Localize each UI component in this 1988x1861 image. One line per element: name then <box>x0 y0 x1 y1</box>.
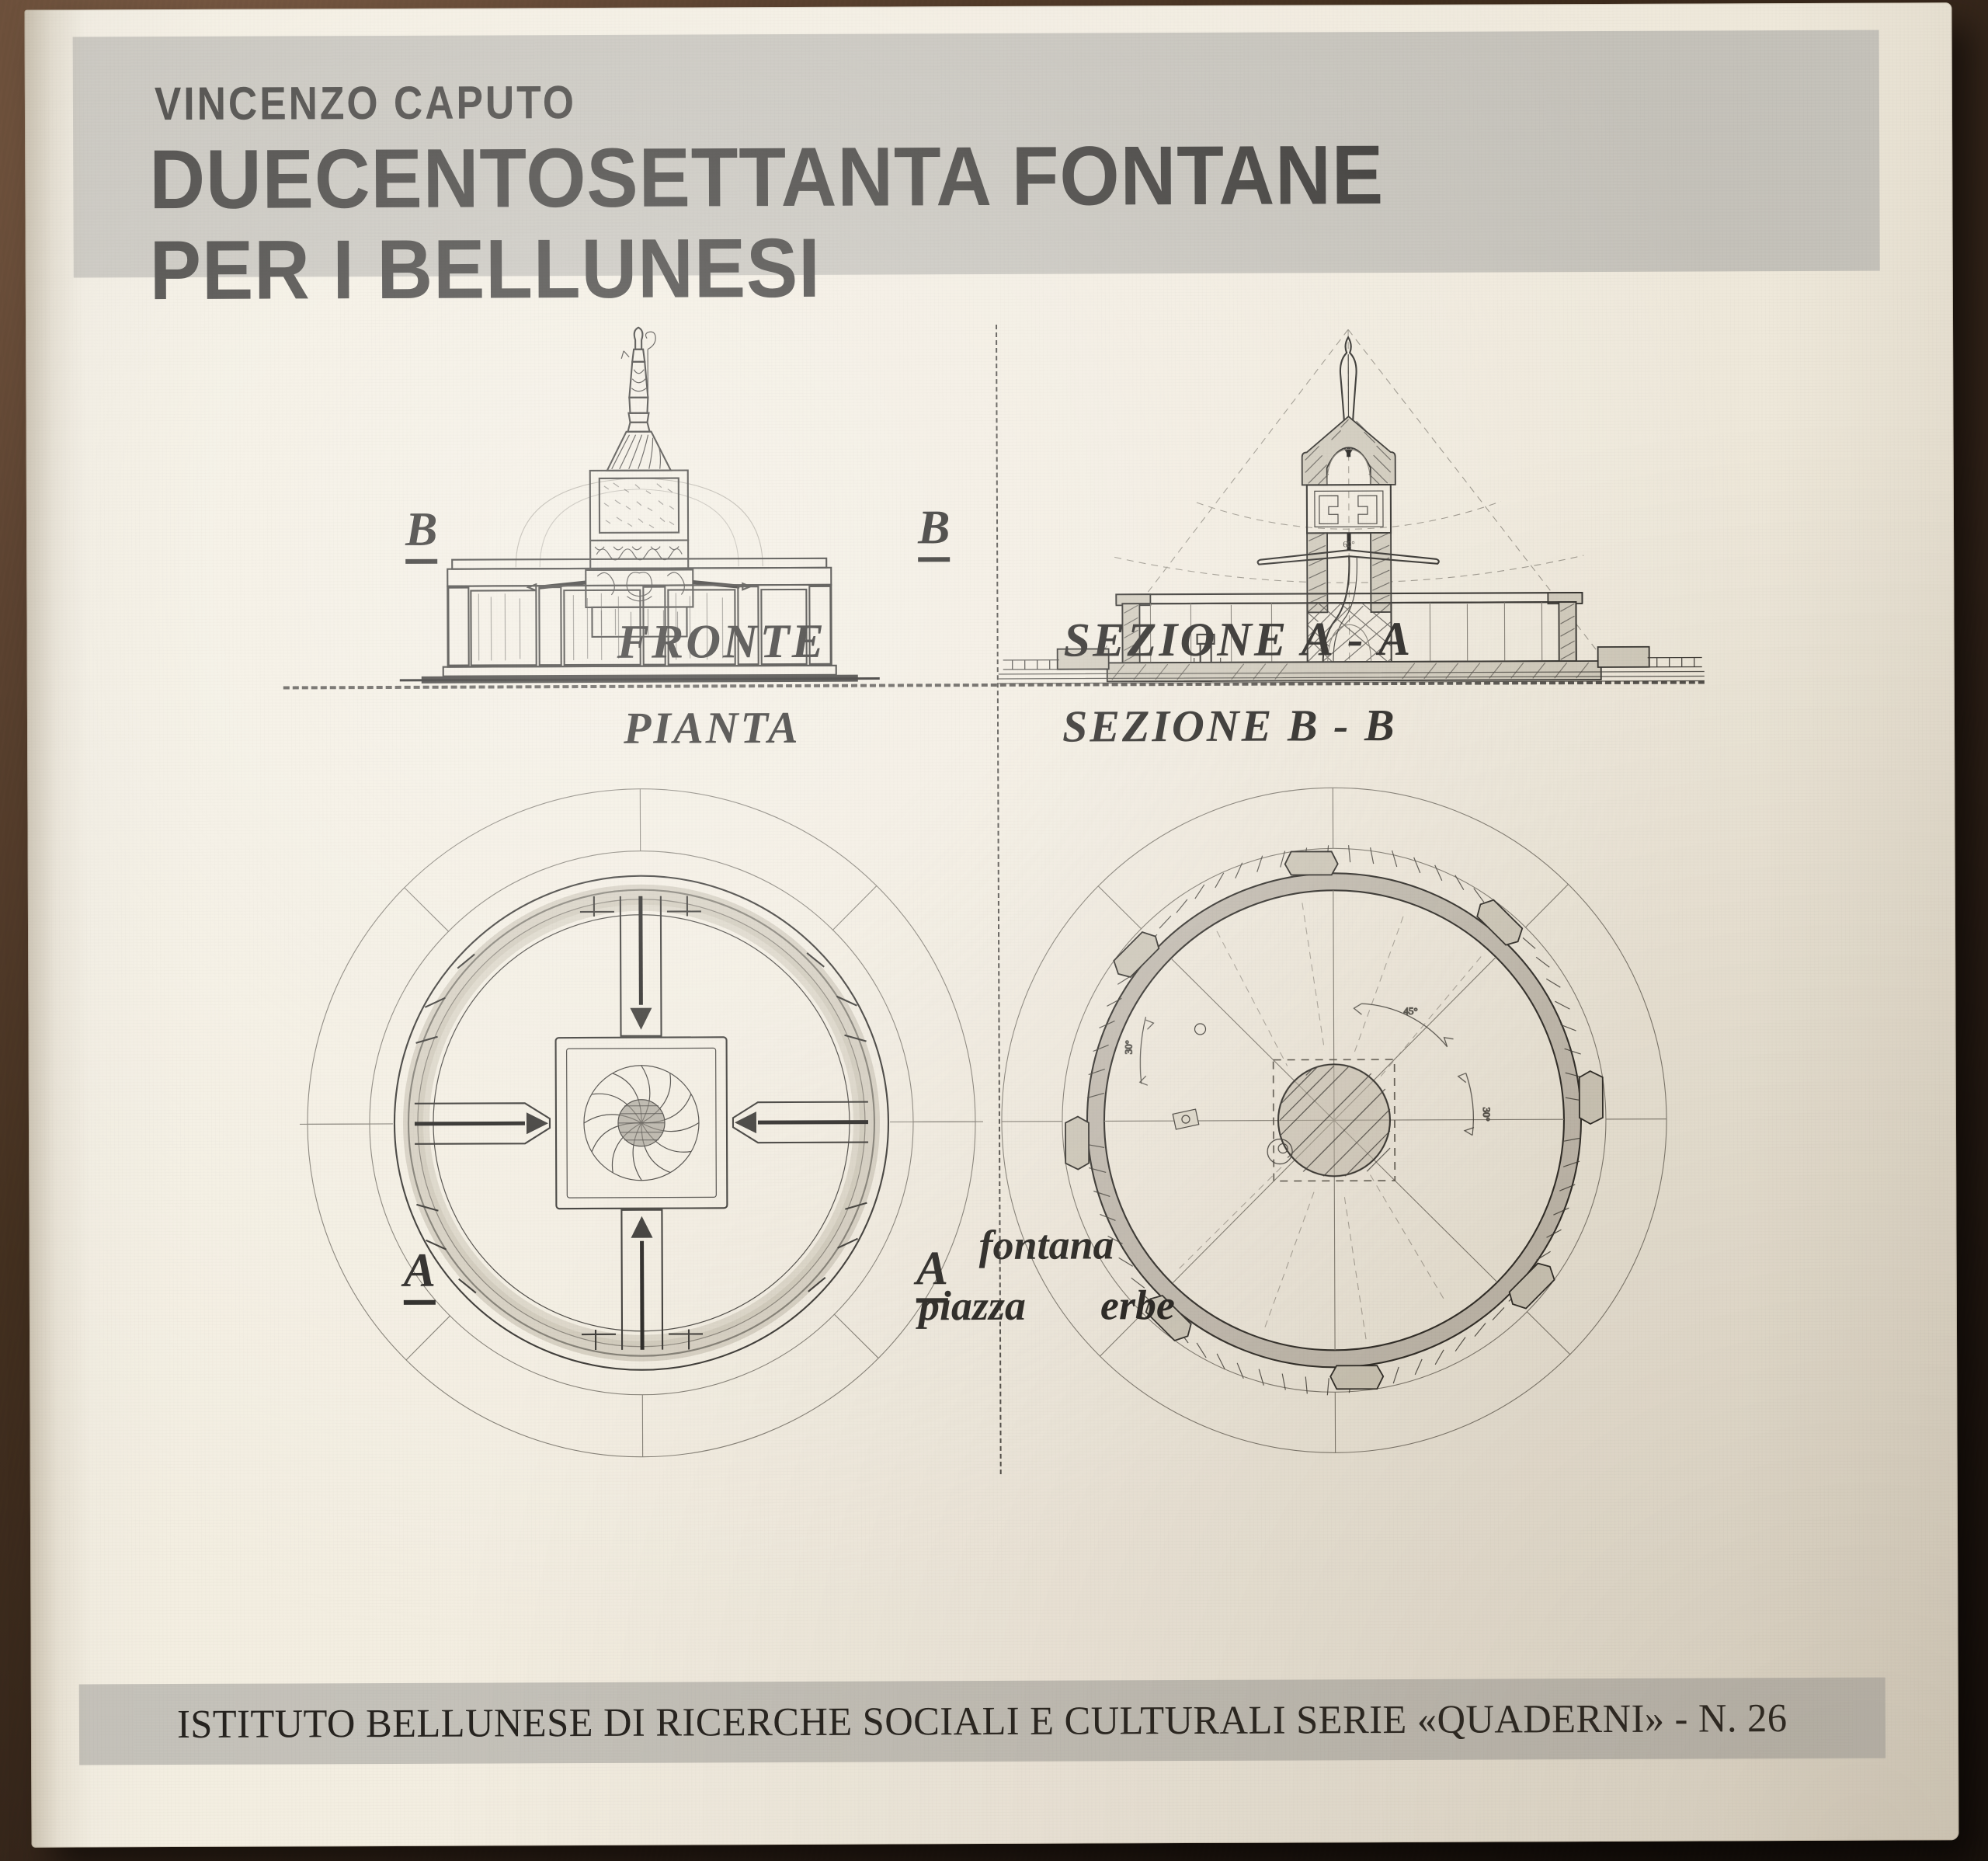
svg-text:60°: 60° <box>1343 540 1354 549</box>
section-mark-b-left: B <box>405 503 438 564</box>
title-band: VINCENZO CAPUTO DUECENTOSETTANTA FONTANE… <box>72 30 1880 317</box>
technical-drawing-plate: B B <box>282 322 1708 1686</box>
section-mark-a-left: A <box>404 1244 436 1305</box>
svg-text:30°: 30° <box>1481 1108 1493 1122</box>
title-line-2: PER I BELLUNESI <box>149 220 821 317</box>
plan-drawing: A A <box>283 687 1000 1687</box>
publisher-text: ISTITUTO BELLUNESE DI RICERCHE SOCIALI E… <box>177 1696 1788 1747</box>
svg-text:30°: 30° <box>1123 1040 1135 1054</box>
plan-svg <box>299 788 983 1458</box>
caption-fronte: FRONTE <box>617 614 827 669</box>
caption-sezione-aa: SEZIONE A - A <box>1063 612 1413 667</box>
front-elevation-svg <box>399 326 880 684</box>
author-name: VINCENZO CAPUTO <box>154 76 577 130</box>
subject-line-1: fontana <box>978 1221 1114 1269</box>
caption-pianta: PIANTA <box>623 701 801 753</box>
fountain-subject-label: fontana piazza erbe <box>883 1214 1210 1337</box>
cut-piers <box>1065 850 1604 1390</box>
section-aa-drawing: 60° <box>997 322 1705 684</box>
plan-channels <box>414 896 869 1350</box>
swirl-rosette <box>583 1065 700 1181</box>
tower-section: 60° <box>1256 416 1440 614</box>
subject-line-2-right: erbe <box>1100 1282 1175 1329</box>
caption-sezione-bb: SEZIONE B - B <box>1062 699 1397 752</box>
page-title: DUECENTOSETTANTA FONTANE PER I BELLUNESI <box>149 127 1385 317</box>
publisher-band: ISTITUTO BELLUNESE DI RICERCHE SOCIALI E… <box>78 1677 1886 1765</box>
svg-text:45°: 45° <box>1403 1005 1417 1017</box>
book-cover: VINCENZO CAPUTO DUECENTOSETTANTA FONTANE… <box>24 2 1959 1848</box>
carved-frieze <box>589 539 690 572</box>
column-cut <box>1267 1059 1396 1182</box>
spine-shading <box>24 9 92 1848</box>
subject-line-2-left: piazza <box>918 1282 1027 1330</box>
section-bb-drawing: 30° 45° 30° <box>999 684 1708 1683</box>
section-mark-b-right: B <box>918 501 951 562</box>
twisted-column <box>606 430 673 471</box>
section-aa-svg: 60° <box>998 329 1705 684</box>
section-bb-svg: 30° 45° 30° <box>1001 787 1667 1453</box>
statue-figure <box>620 326 656 433</box>
front-elevation-drawing: B B <box>282 325 996 685</box>
title-line-1: DUECENTOSETTANTA FONTANE <box>149 127 1385 227</box>
